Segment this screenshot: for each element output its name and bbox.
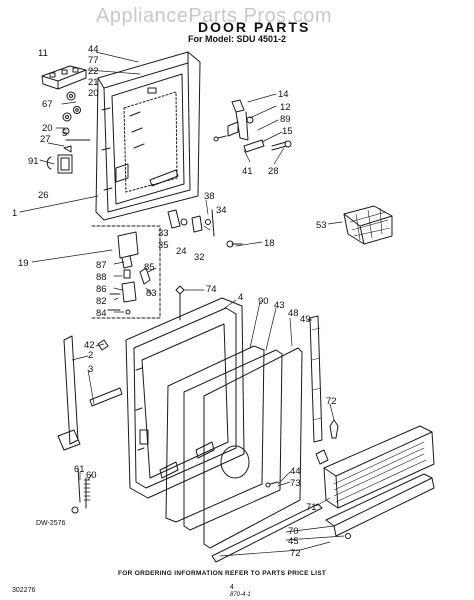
part-dispenser-assembly [91, 225, 161, 319]
part-hinge-right [213, 99, 292, 153]
callout-67: 67 [42, 99, 53, 110]
callout-74: 74 [206, 284, 217, 295]
callout-45: 45 [288, 536, 299, 547]
callout-61: 61 [74, 464, 85, 475]
callout-53: 53 [316, 220, 327, 231]
callout-86: 86 [96, 284, 107, 295]
part-outer-panel-48 [203, 347, 303, 549]
callout-33: 33 [158, 228, 169, 239]
callout-91: 91 [28, 156, 39, 167]
diagram-title: DOOR PARTS [198, 19, 311, 35]
callout-82: 82 [96, 296, 107, 307]
part-silverware-basket-53 [343, 205, 393, 245]
callout-3: 3 [88, 364, 93, 375]
part-door-spring [71, 467, 91, 514]
callout-83: 83 [146, 288, 157, 299]
callout-labels: 11 44 77 22 21 20 67 20 5 27 91 26 1 14 … [12, 44, 337, 559]
part-side-trim-2 [57, 335, 123, 451]
callout-26: 26 [38, 190, 49, 201]
callout-19: 19 [18, 258, 29, 269]
part-panel-43 [183, 349, 283, 531]
callout-24: 24 [176, 246, 187, 257]
part-door-frame-4 [125, 297, 245, 499]
part-hardware-column [46, 91, 91, 174]
callout-14: 14 [278, 89, 289, 100]
handwritten-mark: 870-4-1 [230, 592, 251, 598]
callout-73: 73 [290, 478, 301, 489]
callout-70: 70 [288, 526, 299, 537]
callout-72b: 72 [290, 548, 301, 559]
callout-42: 42 [84, 340, 95, 351]
callout-88: 88 [96, 272, 107, 283]
callout-12: 12 [280, 102, 291, 113]
callout-18: 18 [264, 238, 275, 249]
callout-60: 60 [86, 470, 97, 481]
diagram-code: DW-2576 [36, 520, 66, 527]
callout-22: 22 [88, 66, 99, 77]
ordering-note: FOR ORDERING INFORMATION REFER TO PARTS … [118, 570, 327, 577]
part-vent-panel-71 [315, 425, 435, 509]
callout-85: 85 [144, 262, 155, 273]
callout-28: 28 [268, 166, 279, 177]
callout-20: 20 [88, 88, 99, 99]
callout-43: 43 [274, 300, 285, 311]
callout-87: 87 [96, 260, 107, 271]
callout-72: 72 [326, 396, 337, 407]
callout-48: 48 [288, 308, 299, 319]
callout-1: 1 [12, 208, 17, 219]
part-gasket-49 [309, 315, 323, 443]
callout-44: 44 [88, 44, 99, 55]
page-number: 4 [230, 584, 234, 591]
callout-35: 35 [158, 240, 169, 251]
part-kick-plate-70 [325, 473, 435, 539]
callout-27: 27 [40, 134, 51, 145]
callout-89: 89 [280, 114, 291, 125]
callout-38: 38 [204, 191, 215, 202]
watermark: ApplianceParts Pros.com [96, 5, 333, 27]
callout-44b: 44 [290, 466, 301, 477]
callout-20b: 20 [42, 123, 53, 134]
part-screws [97, 339, 339, 488]
callout-90: 90 [258, 296, 269, 307]
callout-11: 11 [38, 48, 48, 59]
part-latch-hardware [167, 209, 243, 248]
model-subtitle: For Model: SDU 4501-2 [188, 34, 287, 44]
callout-77: 77 [88, 55, 99, 66]
callout-4: 4 [238, 292, 243, 303]
part-insulation-90 [165, 345, 265, 523]
callout-32: 32 [194, 252, 205, 263]
document-number: 302276 [12, 587, 36, 594]
callout-2: 2 [88, 350, 93, 361]
callout-15: 15 [282, 126, 293, 137]
part-bracket-11 [41, 65, 87, 90]
leader-lines [19, 51, 345, 557]
callout-41: 41 [242, 166, 253, 177]
part-inner-door-1 [95, 51, 201, 221]
callout-84: 84 [96, 308, 107, 319]
callout-71: 71 [306, 502, 317, 513]
callout-5: 5 [62, 128, 67, 139]
callout-34: 34 [216, 205, 227, 216]
callout-21: 21 [88, 77, 99, 88]
callout-49: 49 [300, 314, 311, 325]
part-bottom-rail [211, 503, 323, 563]
